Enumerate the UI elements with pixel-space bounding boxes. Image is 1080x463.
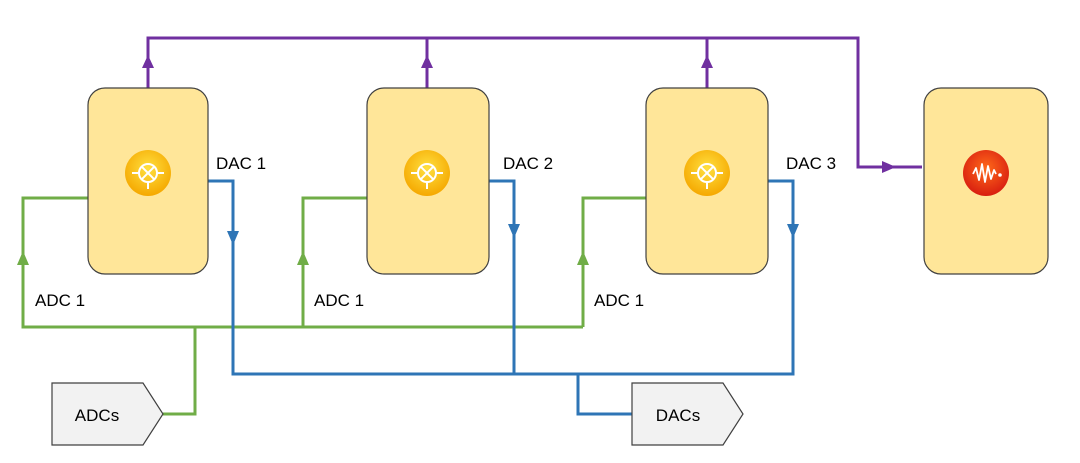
output-bus (146, 36, 922, 169)
down-arrow-icon (508, 224, 520, 238)
module-2[interactable] (366, 87, 490, 275)
dac-label-1: DAC 1 (216, 154, 266, 173)
dacs-label: DACs (656, 406, 700, 425)
up-arrow-icon (421, 55, 433, 68)
down-arrow-icon (227, 231, 239, 245)
adcs-source[interactable]: ADCs (51, 382, 164, 446)
up-arrow-icon (577, 251, 589, 265)
dac-bus (208, 179, 795, 416)
adc-label-3: ADC 1 (594, 291, 644, 310)
mixer-icon (125, 150, 171, 196)
adc-bus-arrows (17, 251, 589, 265)
dac-label-2: DAC 2 (503, 154, 553, 173)
down-arrow-icon (787, 224, 799, 238)
up-arrow-icon (297, 251, 309, 265)
up-arrow-icon (17, 251, 29, 265)
dacs-source[interactable]: DACs (631, 382, 744, 446)
module-1[interactable] (87, 87, 209, 275)
adc-label-2: ADC 1 (314, 291, 364, 310)
waveform-icon (963, 150, 1009, 196)
mixer-icon (404, 150, 450, 196)
module-3[interactable] (645, 87, 769, 275)
up-arrow-icon (701, 55, 713, 68)
output-module[interactable] (923, 87, 1049, 275)
dac-label-3: DAC 3 (786, 154, 836, 173)
adcs-label: ADCs (75, 406, 119, 425)
right-arrow-icon (882, 161, 896, 173)
output-bus-arrows (142, 55, 896, 173)
mixer-icon (684, 150, 730, 196)
adc-label-1: ADC 1 (35, 291, 85, 310)
dac-bus-arrows (227, 224, 799, 245)
up-arrow-icon (142, 55, 154, 68)
